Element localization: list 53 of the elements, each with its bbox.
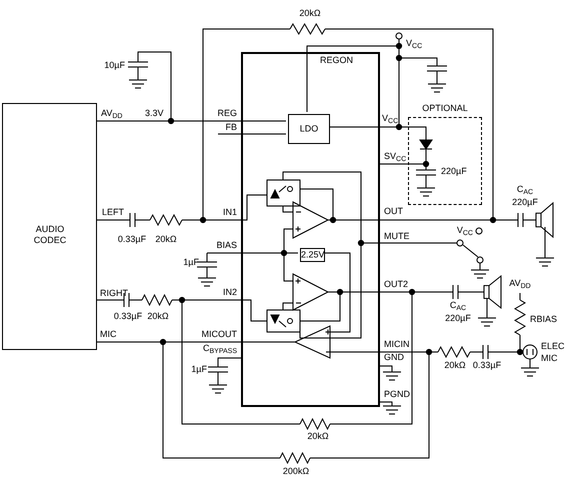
supply-label: V$_{CC}$ [406,38,422,49]
pin-label: FB [225,122,237,133]
signal-label: LEFT [102,207,124,218]
capacitor-value: 0.33µF [472,360,502,371]
codec-block [2,103,97,350]
resistor-value: 20kΩ [307,431,329,442]
block-label: LDO [298,124,320,134]
microphone-label: MIC [541,353,558,364]
block-label: 2.25V [301,250,324,260]
optional-section [408,103,482,205]
capacitor-name: C$_{AC}$ [516,184,534,195]
signal-label: RIGHT [100,288,128,299]
capacitor-name: C$_{AC}$ [450,300,466,311]
chip-outline [241,52,380,407]
block-label: OPTIONAL [421,103,469,114]
resistor-name: RBIAS [530,314,558,325]
pin-label: OUT [384,206,403,217]
capacitor-value: 0.33µF [114,311,142,322]
supply-label: AV$_{DD}$ [509,278,531,289]
resistor-value: 20kΩ [147,311,169,322]
signal-label: AV$_{DD}$ [101,108,122,119]
resistor-value: 20kΩ [155,234,177,245]
pin-label: OUT2 [384,279,408,290]
wire [96,120,286,122]
block-label: AUDIO CODEC [32,224,68,246]
resistor-value: 20kΩ [299,8,321,19]
resistor-value: 20kΩ [444,360,466,371]
pin-label: REG [217,108,237,119]
pin-label: MUTE [384,231,410,242]
regulator-block [288,114,330,144]
capacitor-value: 0.33µF [118,234,146,245]
supply-label: V$_{CC}$ [456,225,473,236]
voltage-label: 3.3V [145,108,164,119]
capacitor-value: 1µF [183,257,199,268]
pin-label: BIAS [216,240,237,251]
pin-label: GND [384,352,404,363]
pin-label: REGON [320,55,354,66]
capacitor-value: 10µF [104,60,125,71]
pin-label: IN2 [222,287,237,298]
signal-label: MIC [100,329,116,340]
pin-label: IN1 [222,207,237,218]
capacitor-value: 220µF [445,313,471,324]
pin-label: PGND [384,389,410,400]
capacitor-value: 220µF [512,197,538,208]
pin-label: V$_{CC}$ [382,113,398,124]
capacitor-value: 1µF [191,364,207,375]
microphone-label: ELEC [541,341,565,352]
resistor-value: 200kΩ [282,466,310,477]
pin-label: SV$_{CC}$ [384,151,406,162]
capacitor-name: C$_{BYPASS}$ [203,343,237,354]
pin-label: MICOUT [202,329,237,340]
pin-label: MICIN [384,339,410,350]
capacitor-value: 220µF [441,166,467,177]
